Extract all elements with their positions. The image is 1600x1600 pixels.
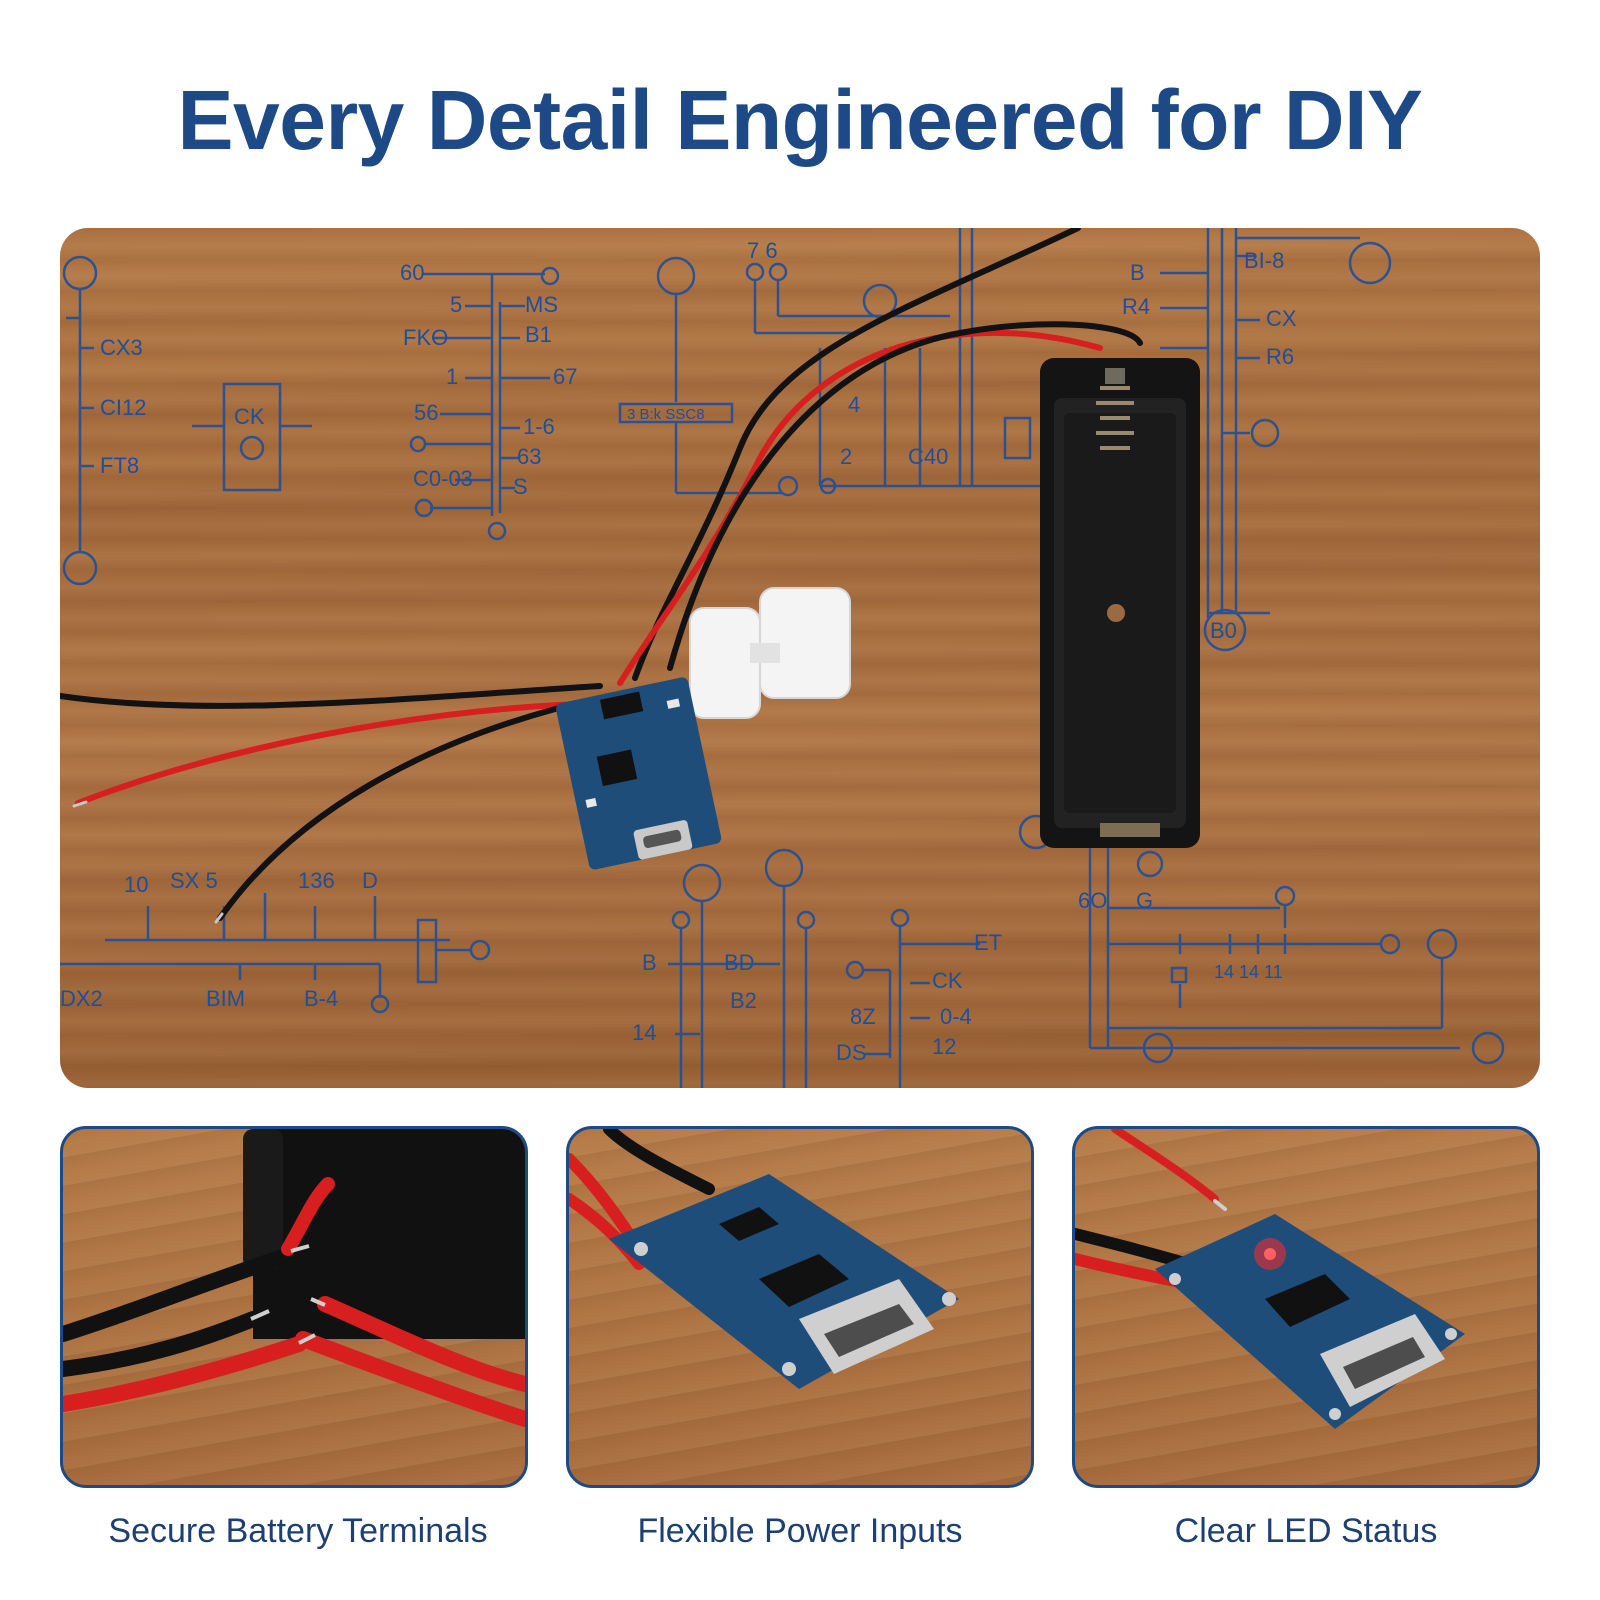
power-inputs-photo bbox=[569, 1129, 959, 1389]
schematic-label: 8Z bbox=[850, 1004, 876, 1029]
schematic-label: C40 bbox=[908, 444, 948, 469]
schematic-label: BD bbox=[724, 950, 755, 975]
schematic-label: R6 bbox=[1266, 344, 1294, 369]
schematic-label: BI-8 bbox=[1244, 248, 1284, 273]
schematic-label: 5 bbox=[450, 292, 462, 317]
schematic-label: 67 bbox=[553, 364, 577, 389]
schematic-label: 0-4 bbox=[940, 1004, 972, 1029]
schematic-label: CX3 bbox=[100, 335, 143, 360]
hero-scene: CX3 CI12 FT8 CK 60 5 MS B1 FKO 1 67 56 1… bbox=[60, 228, 1505, 1088]
schematic-label: BIM bbox=[206, 986, 245, 1011]
schematic-label: 60 bbox=[400, 260, 424, 285]
schematic-label: B-4 bbox=[304, 986, 338, 1011]
schematic-label: 136 bbox=[298, 868, 335, 893]
pcb bbox=[609, 1174, 959, 1389]
schematic-label: CI12 bbox=[100, 395, 146, 420]
schematic-label: 63 bbox=[517, 444, 541, 469]
schematic-label: 6O bbox=[1078, 888, 1107, 913]
schematic-label: S bbox=[513, 474, 528, 499]
schematic-label: SX 5 bbox=[170, 868, 218, 893]
schematic-label: 14 bbox=[632, 1020, 656, 1045]
detail-panel-led-status bbox=[1072, 1126, 1540, 1488]
schematic-label: 56 bbox=[414, 400, 438, 425]
schematic-label: 3 B:k SSC8 bbox=[627, 406, 705, 423]
schematic-label: B0 bbox=[1210, 618, 1237, 643]
schematic-label: R4 bbox=[1122, 294, 1150, 319]
wires bbox=[60, 228, 1143, 924]
schematic-label: 12 bbox=[932, 1034, 956, 1059]
schematic-labels: CX3 CI12 FT8 CK 60 5 MS B1 FKO 1 67 56 1… bbox=[60, 238, 1297, 1065]
battery-holder bbox=[1040, 358, 1200, 848]
schematic-label: C0-03 bbox=[413, 466, 473, 491]
schematic-label: D bbox=[362, 868, 378, 893]
schematic-label: 14 14 11 bbox=[1214, 962, 1283, 982]
schematic-label: 1 bbox=[446, 364, 458, 389]
schematic-label: FT8 bbox=[100, 453, 139, 478]
schematic-label: B bbox=[642, 950, 657, 975]
schematic-label: 4 bbox=[848, 392, 860, 417]
hero-photo: CX3 CI12 FT8 CK 60 5 MS B1 FKO 1 67 56 1… bbox=[60, 228, 1540, 1088]
schematic-label: 7 6 bbox=[747, 238, 778, 263]
schematic-label: FKO bbox=[403, 325, 448, 350]
schematic-overlay bbox=[60, 228, 1505, 1088]
schematic-label: 10 bbox=[124, 872, 148, 897]
schematic-label: MS bbox=[525, 292, 558, 317]
schematic-label: B2 bbox=[730, 988, 757, 1013]
wire-connector bbox=[689, 587, 851, 719]
detail-panel-power-inputs bbox=[566, 1126, 1034, 1488]
battery-terminals-photo bbox=[63, 1129, 525, 1427]
charger-module bbox=[556, 677, 722, 870]
caption-led-status: Clear LED Status bbox=[1174, 1512, 1438, 1550]
caption-battery-terminals: Secure Battery Terminals bbox=[108, 1512, 488, 1550]
schematic-label: DS bbox=[836, 1040, 867, 1065]
caption-power-inputs: Flexible Power Inputs bbox=[637, 1512, 963, 1550]
schematic-label: CK bbox=[234, 404, 265, 429]
schematic-label: DX2 bbox=[60, 986, 103, 1011]
led-status-photo bbox=[1075, 1129, 1465, 1429]
schematic-label: CX bbox=[1266, 306, 1297, 331]
schematic-label: G bbox=[1136, 888, 1153, 913]
schematic-label: B1 bbox=[525, 322, 552, 347]
schematic-label: 2 bbox=[840, 444, 852, 469]
detail-panel-battery-terminals bbox=[60, 1126, 528, 1488]
schematic-label: ET bbox=[974, 930, 1002, 955]
page-title: Every Detail Engineered for DIY bbox=[177, 73, 1423, 167]
schematic-label: B bbox=[1130, 260, 1145, 285]
pcb bbox=[1155, 1214, 1465, 1429]
schematic-label: CK bbox=[932, 968, 963, 993]
schematic-label: 1-6 bbox=[523, 414, 555, 439]
